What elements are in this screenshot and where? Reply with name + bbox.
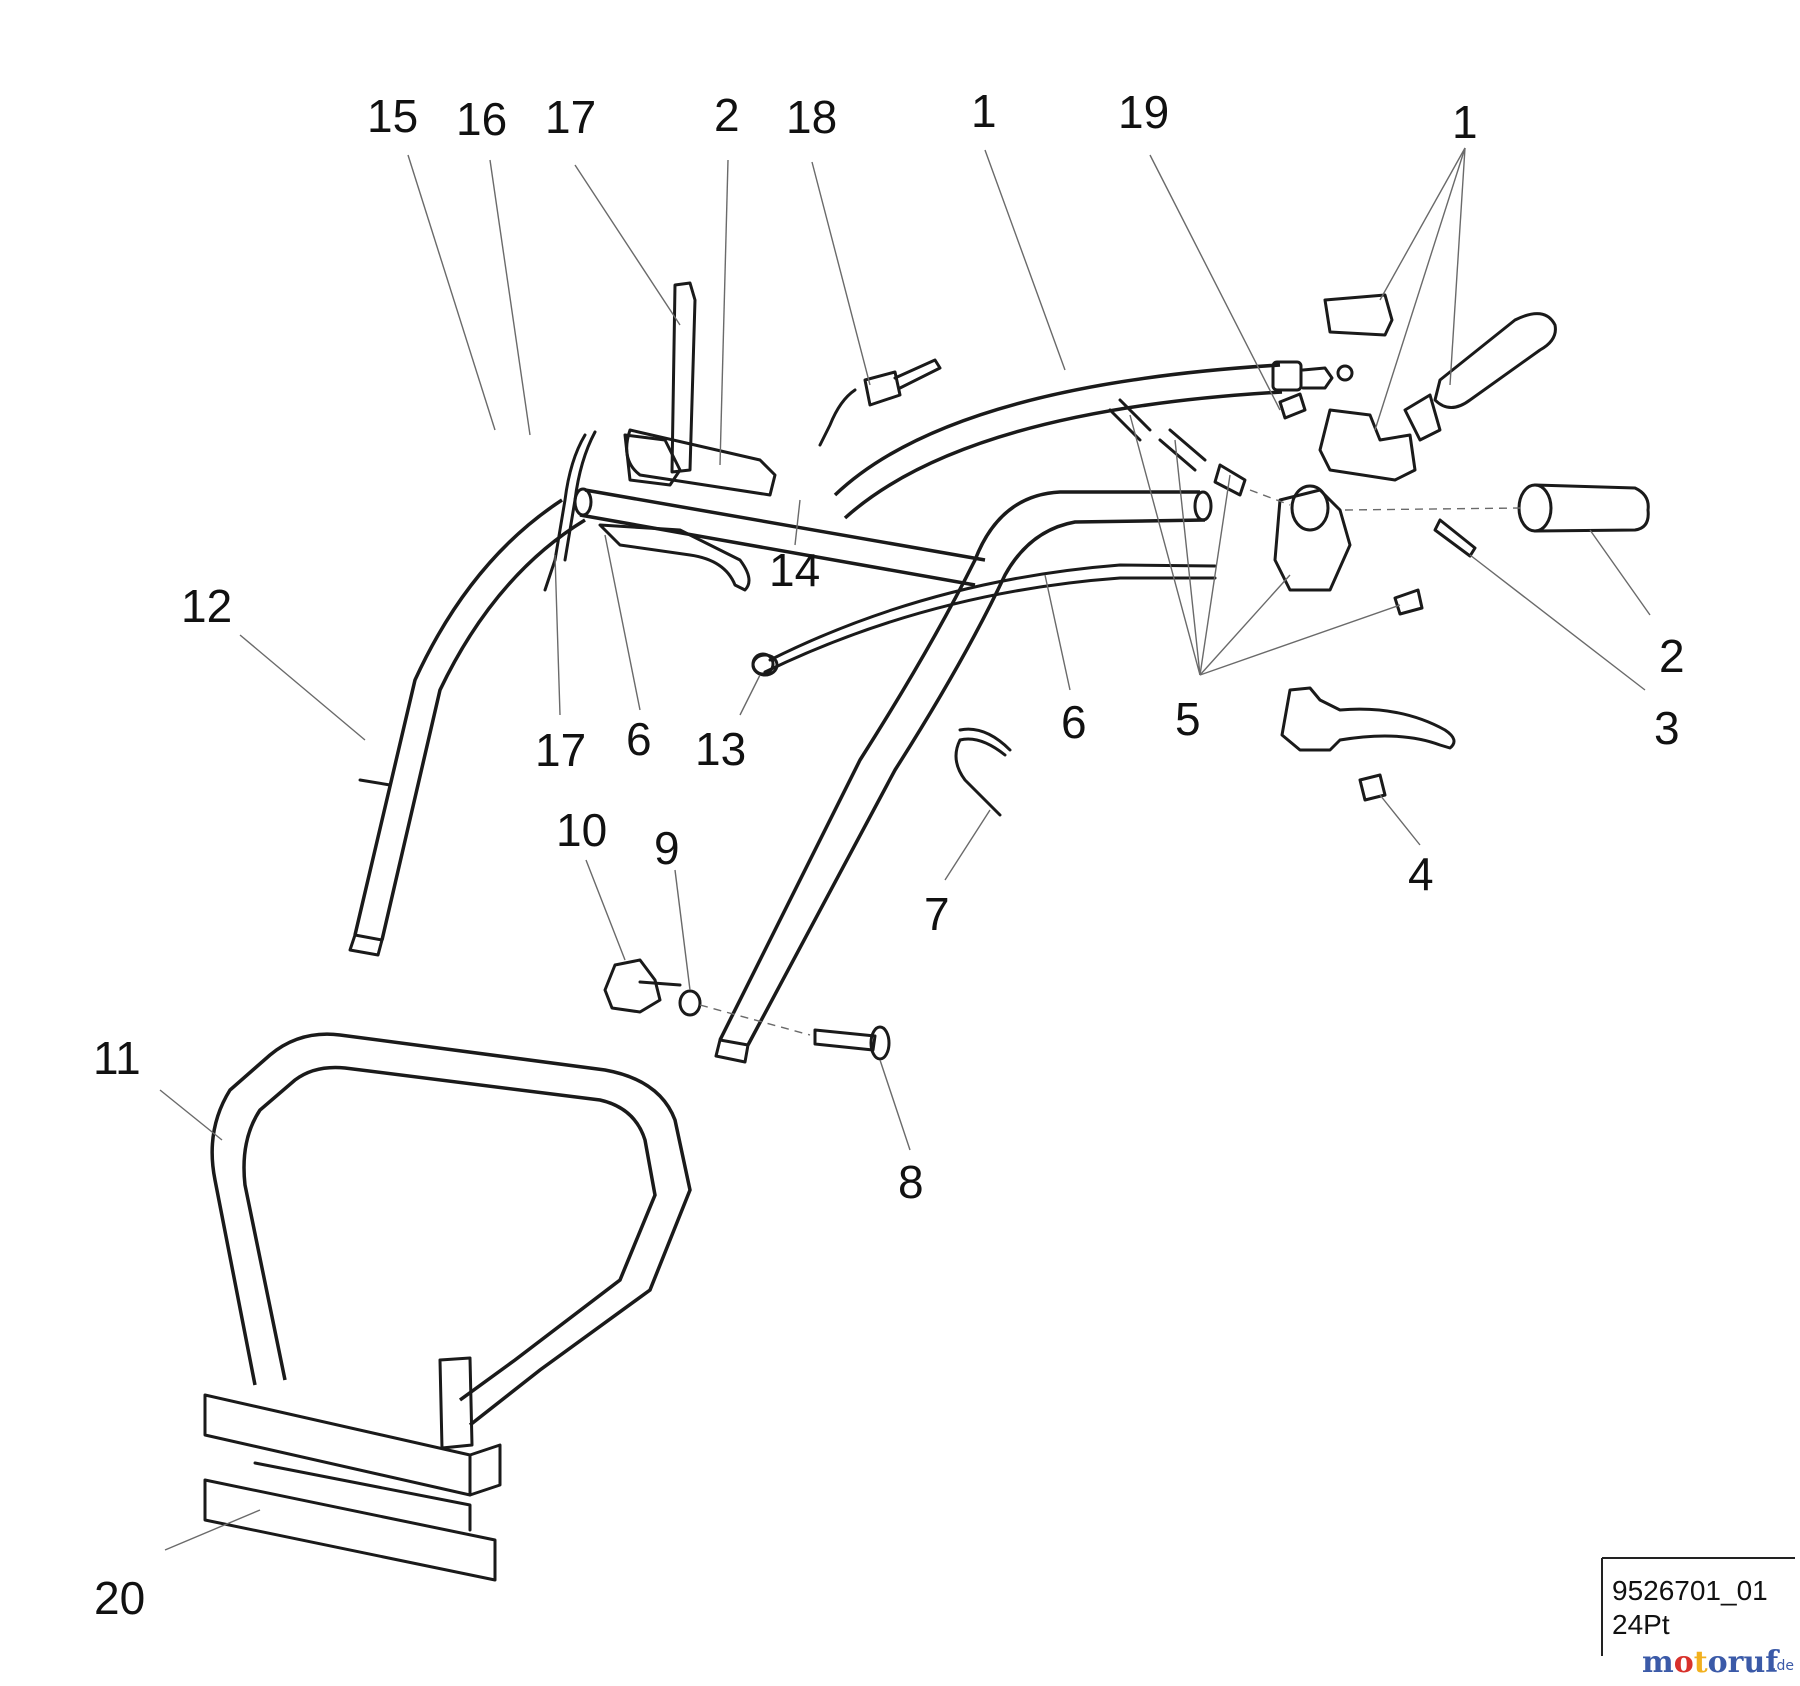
- spring-and-rollers: [1108, 398, 1291, 506]
- clamp-part-18: [818, 358, 942, 447]
- callout-2-top: 2: [714, 89, 740, 141]
- frame-part-11: [210, 1032, 692, 1450]
- callout-10: 10: [556, 804, 607, 856]
- callout-17-top: 17: [545, 91, 596, 143]
- washer-part-9: [678, 989, 702, 1017]
- drawing-code-box: 9526701_01 24Pt: [1601, 1557, 1795, 1656]
- callout-12: 12: [181, 580, 232, 632]
- callout-6-center: 6: [1061, 696, 1087, 748]
- callout-17-bottom: 17: [535, 724, 586, 776]
- callout-9: 9: [654, 822, 680, 874]
- leader-lines: [159, 147, 1651, 1551]
- drawing-variant: 24Pt: [1612, 1609, 1670, 1640]
- callout-7: 7: [924, 888, 950, 940]
- bolt-part-8: [699, 1004, 891, 1061]
- handlebar-lower-left-tube: [348, 498, 586, 957]
- clip-part-13: [751, 652, 775, 676]
- callout-1-center: 1: [971, 85, 997, 137]
- callout-6-left: 6: [626, 713, 652, 765]
- knob-part-10: [603, 958, 682, 1014]
- callout-labels: 15 16 17 2 18 1 19 1 14 12 17 6 13 6 5 2…: [93, 85, 1685, 1624]
- callout-1-right: 1: [1452, 96, 1478, 148]
- mounting-plate-upper: [203, 1393, 502, 1497]
- throttle-lever-assembly-left: [543, 281, 777, 592]
- mounting-plate-part-20: [203, 1461, 497, 1582]
- brake-lever-part-4: [1280, 686, 1456, 802]
- callout-16: 16: [456, 93, 507, 145]
- callout-2-right: 2: [1659, 630, 1685, 682]
- callout-20: 20: [94, 1572, 145, 1624]
- grip-part-2-right: [1344, 483, 1650, 533]
- bow-clip-part-7: [954, 727, 1012, 817]
- callout-18: 18: [786, 91, 837, 143]
- callout-11: 11: [93, 1032, 141, 1084]
- small-clip-right: [1393, 588, 1424, 616]
- drawing-number: 9526701_01: [1612, 1575, 1768, 1606]
- callout-14: 14: [769, 544, 820, 596]
- svg-text:motoruf: motoruf: [1642, 1645, 1780, 1680]
- callout-8: 8: [898, 1156, 924, 1208]
- handlebar-right-tube: [714, 490, 1213, 1064]
- top-bar-tube: [833, 360, 1354, 520]
- callout-3: 3: [1654, 702, 1680, 754]
- right-lever-assembly: [1273, 293, 1557, 592]
- screw-part-3: [1433, 518, 1477, 558]
- callout-4: 4: [1408, 848, 1434, 900]
- motoruf-watermark-logo: motoruf .de: [1642, 1645, 1794, 1680]
- callout-5: 5: [1175, 693, 1201, 745]
- callout-19: 19: [1118, 86, 1169, 138]
- callout-15: 15: [367, 90, 418, 142]
- svg-text:.de: .de: [1772, 1658, 1794, 1674]
- callout-13: 13: [695, 723, 746, 775]
